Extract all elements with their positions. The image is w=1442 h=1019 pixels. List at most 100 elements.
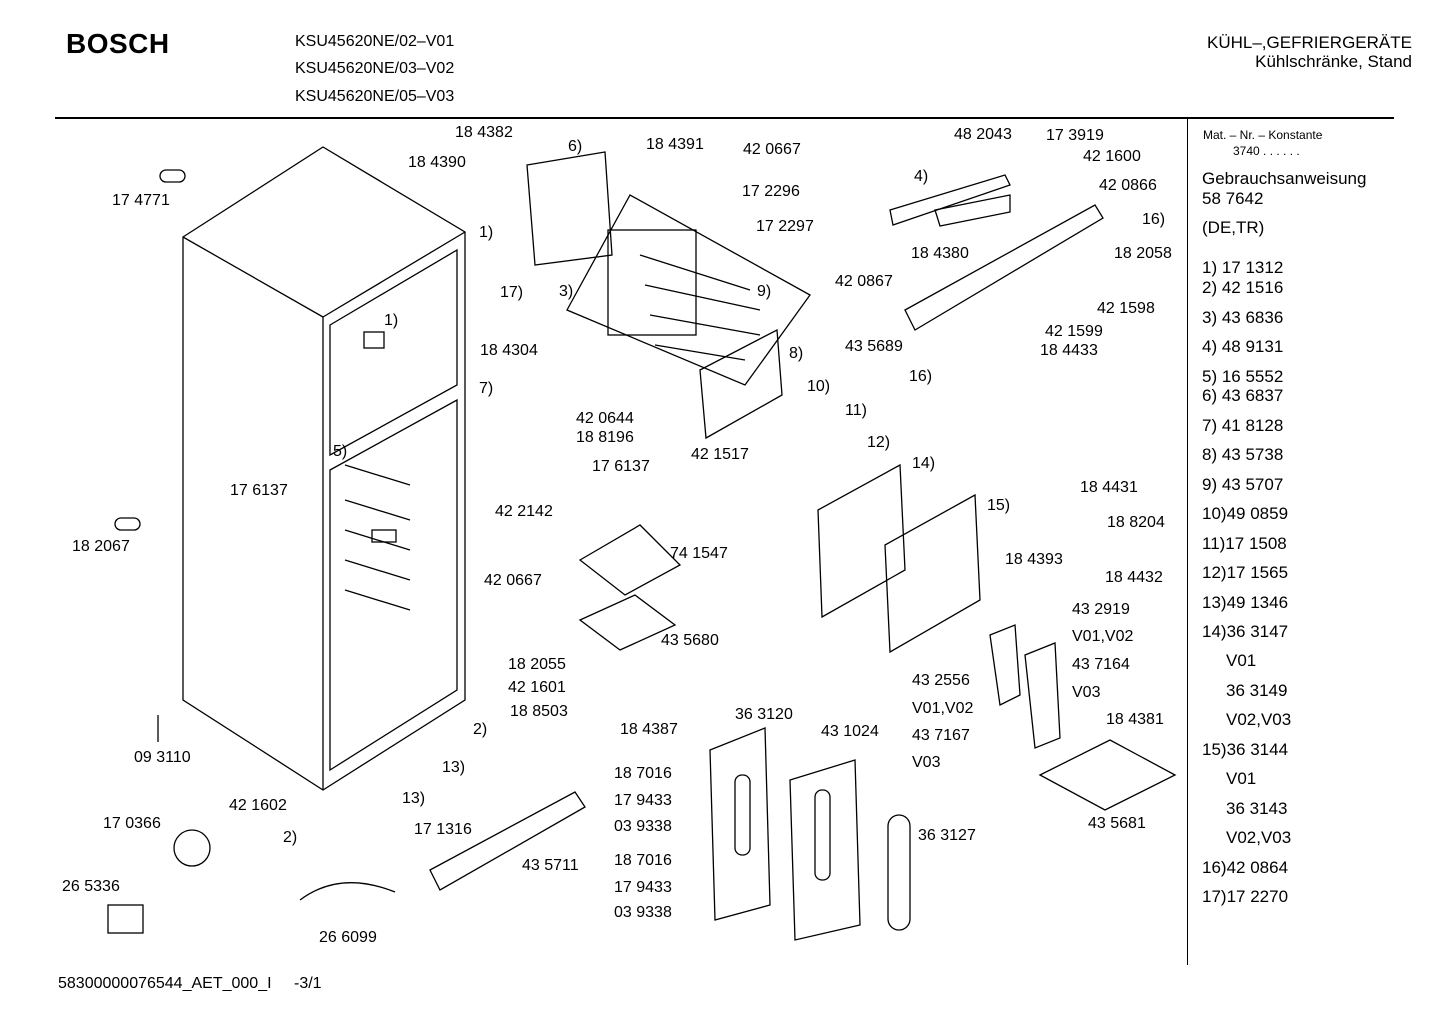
power-cord bbox=[299, 882, 396, 901]
part-label: 18 8503 bbox=[510, 703, 568, 720]
brand-logo: BOSCH bbox=[66, 28, 170, 59]
part-label: 42 0867 bbox=[835, 273, 893, 290]
sidebar-item: 1) 17 1312 bbox=[1202, 258, 1284, 277]
cover-plate bbox=[699, 328, 783, 440]
sidebar-item: 15)36 3144 bbox=[1202, 740, 1289, 759]
sidebar-item: 36 3149 bbox=[1226, 681, 1288, 700]
part-label: 17) bbox=[500, 284, 524, 301]
part-label: V01,V02 bbox=[1072, 628, 1134, 645]
footer-code: 58300000076544_AET_000_I bbox=[58, 975, 272, 992]
part-label: 18 2055 bbox=[508, 656, 566, 673]
door-liner-left bbox=[709, 727, 771, 921]
part-label: 12) bbox=[867, 434, 891, 451]
part-label: 13) bbox=[402, 790, 426, 807]
part-label: 18 4381 bbox=[1106, 711, 1164, 728]
inner-panel bbox=[884, 493, 981, 654]
material-number-label: Mat. – Nr. – Konstante bbox=[1203, 128, 1323, 142]
part-label: 17 2297 bbox=[756, 218, 814, 235]
part-label: 1) bbox=[384, 312, 399, 329]
part-label: 42 1602 bbox=[229, 797, 287, 814]
part-label: 17 9433 bbox=[614, 879, 672, 896]
part-label: V03 bbox=[1072, 684, 1101, 701]
part-label: 42 1517 bbox=[691, 446, 749, 463]
part-label: 18 8204 bbox=[1107, 514, 1165, 531]
part-label: 18 4431 bbox=[1080, 479, 1138, 496]
part-label: 17 2296 bbox=[742, 183, 800, 200]
part-label: 17 6137 bbox=[592, 458, 650, 475]
part-label: 09 3110 bbox=[134, 749, 191, 766]
part-label: 4) bbox=[914, 168, 929, 185]
part-label: 8) bbox=[789, 345, 804, 362]
part-label: 43 7164 bbox=[1072, 656, 1130, 673]
part-label: 2) bbox=[283, 829, 298, 846]
part-label: 18 2067 bbox=[72, 538, 130, 555]
part-label: 42 2142 bbox=[495, 503, 553, 520]
sidebar-item: 17)17 2270 bbox=[1202, 887, 1289, 906]
manual-languages: (DE,TR) bbox=[1202, 218, 1265, 237]
sidebar-item: 2) 42 1516 bbox=[1202, 278, 1284, 297]
part-label: 1) bbox=[479, 224, 494, 241]
part-label: 42 0644 bbox=[576, 410, 634, 427]
part-label: 74 1547 bbox=[670, 545, 728, 562]
part-label: 26 6099 bbox=[319, 929, 377, 946]
part-label: 18 4432 bbox=[1105, 569, 1163, 586]
part-label: 10) bbox=[807, 378, 831, 395]
part-label: 18 7016 bbox=[614, 765, 672, 782]
part-label: 14) bbox=[912, 455, 936, 472]
part-label: 17 6137 bbox=[230, 482, 288, 499]
door-liner-right-slot bbox=[814, 789, 831, 881]
sidebar-item: V01 bbox=[1226, 651, 1257, 670]
part-label: 13) bbox=[442, 759, 466, 776]
part-label: 6) bbox=[568, 138, 583, 155]
sidebar-item: 8) 43 5738 bbox=[1202, 445, 1284, 464]
header-divider bbox=[55, 117, 1394, 119]
part-label: 43 5681 bbox=[1088, 815, 1146, 832]
sidebar-item: V01 bbox=[1226, 769, 1257, 788]
sidebar-item: 5) 16 5552 bbox=[1202, 367, 1284, 386]
insulation-plate bbox=[817, 463, 906, 619]
part-label: 42 0667 bbox=[484, 572, 542, 589]
sidebar-item: 3) 43 6836 bbox=[1202, 308, 1284, 327]
part-label: 43 5711 bbox=[522, 857, 579, 874]
evaporator-assembly bbox=[526, 151, 811, 386]
part-label: 17 9433 bbox=[614, 792, 672, 809]
sidebar-item: 14)36 3147 bbox=[1202, 622, 1289, 641]
model-number-3: KSU45620NE/05–V03 bbox=[295, 88, 455, 105]
control-panel bbox=[889, 174, 1104, 331]
fan-blade bbox=[173, 829, 211, 867]
part-label: 42 0866 bbox=[1099, 177, 1157, 194]
part-label: V03 bbox=[912, 754, 941, 771]
manual-label: Gebrauchsanweisung bbox=[1202, 169, 1367, 188]
part-label: 2) bbox=[473, 721, 488, 738]
sidebar-item: 36 3143 bbox=[1226, 799, 1288, 818]
part-label: 43 1024 bbox=[821, 723, 879, 740]
door-liner-left-slot bbox=[734, 774, 751, 856]
sidebar-divider bbox=[1187, 119, 1188, 965]
model-number-1: KSU45620NE/02–V01 bbox=[295, 33, 455, 50]
part-label: 18 2058 bbox=[1114, 245, 1172, 262]
sidebar-item: 9) 43 5707 bbox=[1202, 475, 1284, 494]
part-label: 42 1598 bbox=[1097, 300, 1155, 317]
part-label: 18 4380 bbox=[911, 245, 969, 262]
part-label: 9) bbox=[757, 283, 772, 300]
part-label: 03 9338 bbox=[614, 904, 672, 921]
part-label: 18 4390 bbox=[408, 154, 466, 171]
sidebar-item: 7) 41 8128 bbox=[1202, 416, 1284, 435]
part-label: 48 2043 bbox=[954, 126, 1012, 143]
category-title: KÜHL–,GEFRIERGERÄTE bbox=[1207, 33, 1412, 52]
footer-document-code: 58300000076544_AET_000_I -3/1 bbox=[58, 975, 322, 993]
part-label: 17 3919 bbox=[1046, 127, 1104, 144]
part-label: 42 0667 bbox=[743, 141, 801, 158]
part-label: 17 0366 bbox=[103, 815, 161, 832]
sidebar-item: 10)49 0859 bbox=[1202, 504, 1289, 523]
door-bin-right bbox=[1024, 642, 1061, 749]
crisper-cover-upper bbox=[578, 524, 682, 596]
part-label: 18 4304 bbox=[480, 342, 538, 359]
part-label: 17 1316 bbox=[414, 821, 472, 838]
part-label: 11) bbox=[845, 402, 867, 419]
sidebar-item: 13)49 1346 bbox=[1202, 593, 1289, 612]
sidebar-item: 11)17 1508 bbox=[1202, 534, 1287, 553]
part-label: 18 8196 bbox=[576, 429, 634, 446]
part-label: 42 1599 bbox=[1045, 323, 1103, 340]
sidebar-item: V02,V03 bbox=[1226, 710, 1292, 729]
